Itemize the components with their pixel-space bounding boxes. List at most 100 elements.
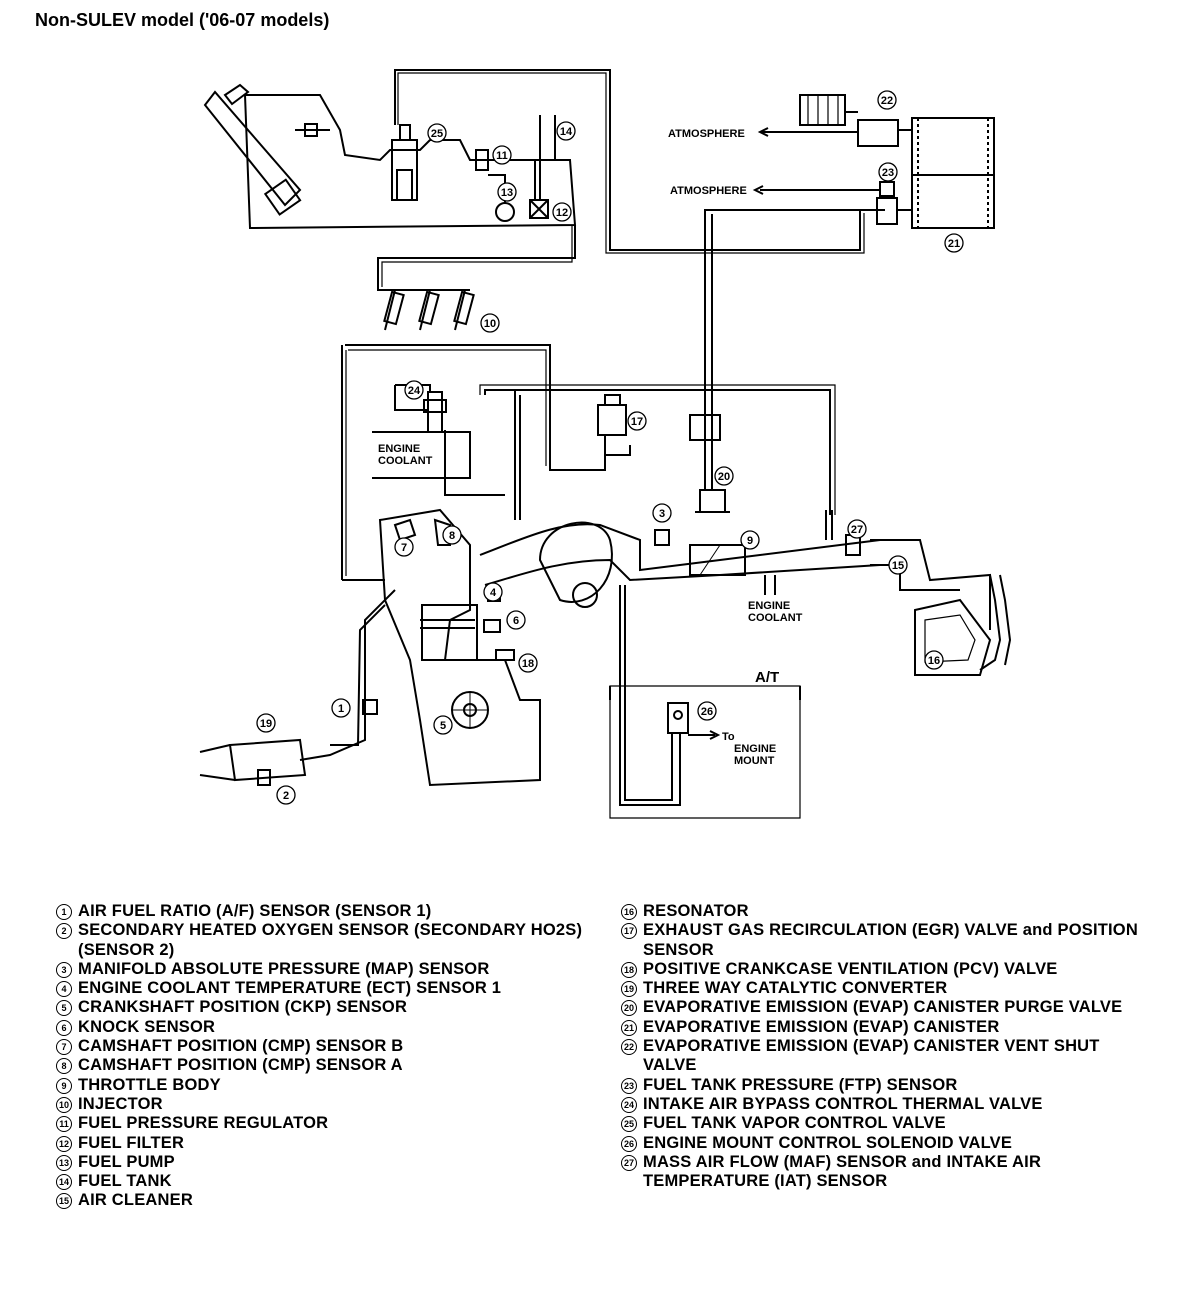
legend-number: 11 [50,1114,78,1133]
callout-number: 3 [659,508,665,520]
ftp-sensor [760,181,912,225]
legend-text: CAMSHAFT POSITION (CMP) SENSOR A [78,1056,403,1075]
legend-text: POSITIVE CRANKCASE VENTILATION (PCV) VAL… [643,959,1058,978]
resonator [914,574,1012,676]
egr-valve [597,394,631,456]
fuel-supply-line [377,225,576,291]
legend-number: 21 [615,1018,643,1037]
callout-number: 19 [260,718,272,730]
callout-10: 10 [480,313,500,333]
legend-text: KNOCK SENSOR [78,1017,216,1036]
engine-coolant-label-2: COOLANT [378,455,433,467]
legend-text: INTAKE AIR BYPASS CONTROL THERMAL VALVE [643,1094,1043,1113]
callout-number: 14 [560,126,573,138]
legend-number-badge: 21 [621,1019,637,1036]
fuel-pump-assembly [475,115,556,222]
legend-number-badge: 8 [56,1058,72,1075]
legend-number-badge: 3 [56,961,72,978]
legend-number-badge: 22 [621,1039,637,1056]
legend-number: 14 [50,1172,78,1191]
legend-number-badge: 25 [621,1116,637,1133]
legend-text: AIR CLEANER [78,1191,193,1210]
intake-manifold [479,521,881,608]
callout-25: 25 [427,123,447,143]
callout-number: 21 [948,238,960,250]
legend-text: FUEL TANK PRESSURE (FTP) SENSOR [643,1075,958,1094]
at-label: A/T [755,669,779,686]
legend-number-badge: 1 [56,904,72,920]
legend-number: 5 [50,998,78,1017]
legend-text: FUEL TANK [78,1172,172,1191]
callout-14: 14 [556,121,576,141]
legend-number-badge: 10 [56,1096,72,1113]
legend-number-badge: 5 [56,1000,72,1017]
legend-text: FUEL PUMP [78,1152,175,1171]
legend-number: 16 [615,902,643,921]
callout-number: 17 [631,416,643,428]
callout-21: 21 [944,233,964,253]
legend-item: 8 CAMSHAFT POSITION (CMP) SENSOR A [50,1056,590,1075]
callout-number: 8 [449,530,455,542]
legend-number-badge: 4 [56,981,72,998]
legend-text: CRANKSHAFT POSITION (CKP) SENSOR [78,998,408,1017]
callout-27: 27 [847,519,867,539]
callout-number: 16 [928,655,940,667]
emission-system-diagram: ATMOSPHERE ATMOSPHERE ENGINE COOLANT [199,69,1012,819]
legend-number: 22 [615,1037,643,1076]
callout-4: 4 [483,582,503,602]
callout-number: 7 [401,542,407,554]
legend-number-badge: 16 [621,904,637,920]
engine-coolant-lower-label-1: ENGINE [748,600,790,612]
engine-coolant-lower-label-2: COOLANT [748,612,803,624]
callout-17: 17 [627,411,647,431]
callout-16: 16 [924,650,944,670]
callout-12: 12 [552,202,572,222]
callout-number: 22 [881,95,893,107]
callout-22: 22 [877,90,897,110]
callout-number: 5 [440,720,446,732]
hose-to-throttle [484,389,831,515]
engine-coolant-band [372,431,471,479]
legend-number: 15 [50,1191,78,1210]
legend-text: EVAPORATIVE EMISSION (EVAP) CANISTER PUR… [643,998,1123,1017]
callout-number: 10 [484,318,496,330]
callout-number: 26 [701,706,713,718]
callout-2: 2 [276,785,296,805]
callout-6: 6 [506,610,526,630]
callout-11: 11 [492,145,512,165]
legend-number-badge: 23 [621,1077,637,1094]
legend-number-badge: 9 [56,1077,72,1094]
knock-sensor [483,619,501,633]
legend-item: 5 CRANKSHAFT POSITION (CKP) SENSOR [50,998,590,1017]
legend-number: 3 [50,960,78,979]
to-engine-mount-label-3: MOUNT [734,755,775,767]
pcv-valve [495,649,515,661]
callout-15: 15 [888,555,908,575]
legend-number-badge: 11 [56,1116,72,1133]
legend-number-badge: 19 [621,981,637,998]
legend-number-badge: 17 [621,923,637,940]
vacuum-hose-loop [341,344,606,581]
legend-number: 7 [50,1037,78,1056]
legend-item: 9 THROTTLE BODY [50,1076,590,1095]
callout-9: 9 [740,530,760,550]
legend-number-badge: 18 [621,961,637,978]
callout-26: 26 [697,701,717,721]
legend-text: THROTTLE BODY [78,1075,221,1094]
callout-number: 2 [283,790,289,802]
callout-19: 19 [256,713,276,733]
purge-line [704,209,877,490]
atmosphere-label-1: ATMOSPHERE [668,128,745,140]
callout-number: 23 [882,167,894,179]
to-engine-mount-label-2: ENGINE [734,743,776,755]
